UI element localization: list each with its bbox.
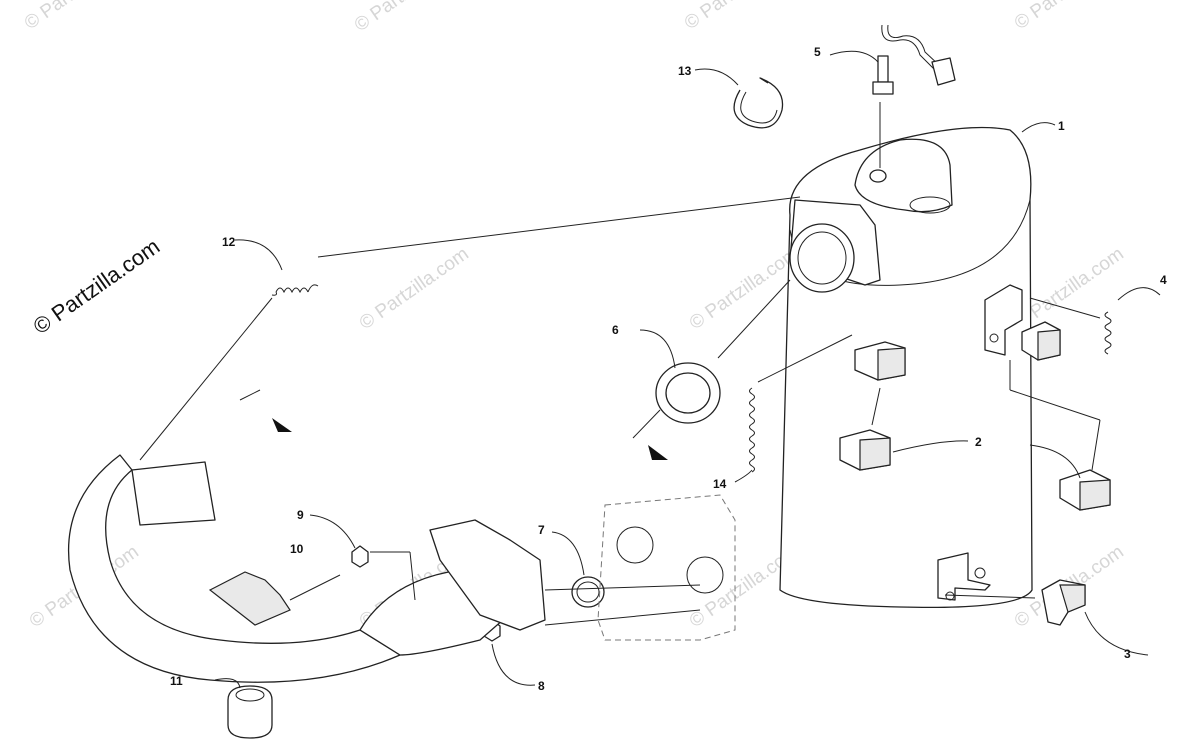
partzilla-watermark: © Partzilla.com — [29, 234, 165, 340]
exhaust-pipe[interactable] — [67, 454, 546, 683]
watermark: © Partzilla.com — [681, 0, 798, 34]
pad-right-upper[interactable] — [1021, 321, 1061, 361]
grommet[interactable] — [227, 685, 273, 739]
callout-3[interactable]: 3 — [1124, 647, 1131, 661]
nut-upper[interactable] — [351, 545, 369, 568]
callout-11[interactable]: 11 — [170, 674, 183, 688]
callout-13[interactable]: 13 — [678, 64, 692, 78]
callout-12[interactable]: 12 — [222, 235, 236, 249]
pad-middle[interactable] — [839, 429, 891, 471]
leader-lines — [139, 50, 1161, 689]
callout-5[interactable]: 5 — [814, 45, 821, 59]
oxygen-sensor[interactable] — [872, 24, 956, 95]
exhaust-gasket-ring[interactable] — [655, 362, 721, 424]
spring-right[interactable] — [1104, 311, 1112, 355]
callout-9[interactable]: 9 — [297, 508, 304, 522]
callout-4[interactable]: 4 — [1160, 273, 1167, 287]
watermark: © Partzilla.com — [351, 0, 468, 36]
pad-upper-left[interactable] — [854, 341, 906, 381]
watermark: © Partzilla.com — [21, 0, 138, 34]
direction-arrow — [272, 418, 292, 432]
callout-2[interactable]: 2 — [975, 435, 982, 449]
callout-7[interactable]: 7 — [538, 523, 545, 537]
watermark: © Partzilla.com — [686, 243, 803, 334]
clamp-band[interactable] — [733, 77, 784, 129]
callout-10[interactable]: 10 — [290, 542, 304, 556]
watermark: © Partzilla.com — [356, 243, 473, 334]
direction-arrow — [648, 445, 668, 460]
spring-long[interactable] — [749, 387, 755, 473]
pad-right-lower[interactable] — [1059, 469, 1111, 511]
muffler[interactable] — [779, 126, 1033, 609]
heat-shield[interactable] — [208, 571, 291, 626]
bracket-pad[interactable] — [1041, 579, 1086, 626]
spring-upper-left[interactable] — [271, 284, 319, 296]
callout-labels: 1 2 3 4 5 6 7 8 9 10 11 12 13 14 — [170, 45, 1167, 693]
callout-6[interactable]: 6 — [612, 323, 619, 337]
watermark: © Partzilla.com — [1011, 0, 1128, 34]
small-gasket[interactable] — [571, 576, 605, 608]
callout-8[interactable]: 8 — [538, 679, 545, 693]
callout-14[interactable]: 14 — [713, 477, 727, 491]
engine-outline — [597, 494, 736, 641]
callout-1[interactable]: 1 — [1058, 119, 1065, 133]
